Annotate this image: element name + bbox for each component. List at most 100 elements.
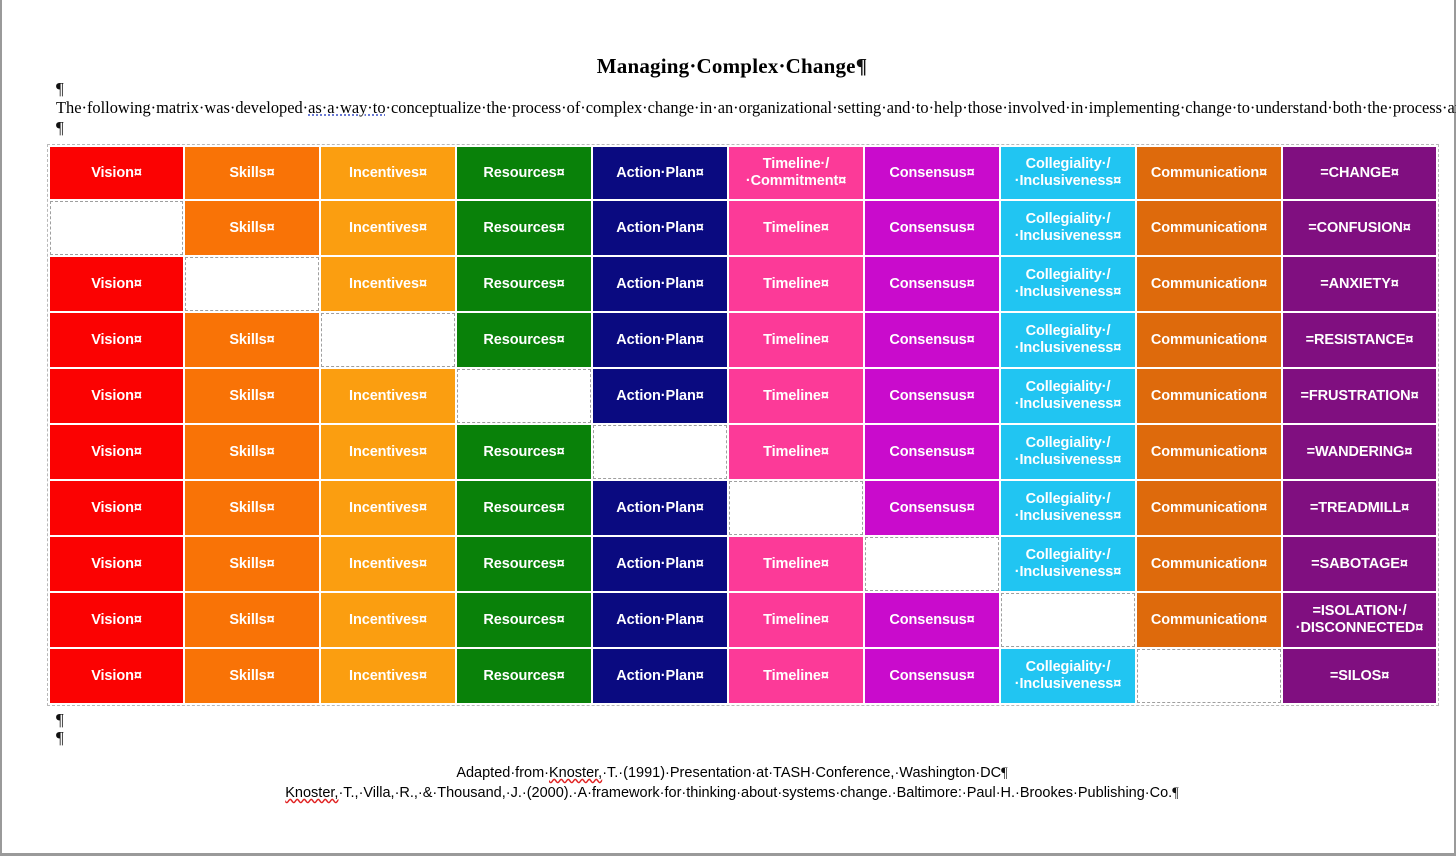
matrix-cell-label: Communication (1150, 387, 1260, 404)
matrix-cell-missing-consensus: ***¤ (865, 537, 999, 591)
matrix-cell-consensus: Consensus¤ (865, 147, 999, 199)
cell-mark: ¤ (556, 443, 565, 460)
matrix-cell-consensus: Consensus¤ (865, 369, 999, 423)
missing-marker: *** (377, 328, 393, 344)
matrix-cell-label: Incentives (349, 611, 419, 628)
matrix-cell-label: Communication (1150, 219, 1260, 236)
matrix-cell-skills: Skills¤ (185, 481, 319, 535)
matrix-cell-label: Consensus (889, 611, 967, 628)
cell-mark: ¤ (418, 555, 427, 572)
matrix-cell-label: Timeline (763, 555, 821, 572)
matrix-result-label: =WANDERING (1306, 443, 1405, 460)
citation-footer: Adapted·from·Knoster,·T.·(1991)·Presenta… (47, 763, 1417, 803)
matrix-cell-label: Skills (229, 443, 267, 460)
matrix-cell-communication: Communication¤ (1137, 369, 1281, 423)
matrix-cell-collegiality: Collegiality·/·Inclusiveness¤ (1001, 313, 1135, 367)
matrix-cell-resources: Resources¤ (457, 201, 591, 255)
page-title-text: Managing·Complex·Change (596, 54, 856, 78)
matrix-cell-label: Communication (1150, 275, 1260, 292)
matrix-cell-collegiality: Collegiality·/·Inclusiveness¤ (1001, 369, 1135, 423)
cell-mark: ¤ (418, 667, 427, 684)
missing-marker: *** (649, 440, 665, 456)
cell-mark: ¤ (556, 555, 565, 572)
cell-mark: ¤ (1113, 284, 1122, 300)
matrix-cell-vision: Vision¤ (50, 313, 183, 367)
cell-mark: ¤ (1113, 676, 1122, 692)
matrix-cell-label: Action·Plan (616, 164, 696, 181)
matrix-result-label: =TREADMILL (1309, 499, 1402, 516)
matrix-cell-label: Action·Plan (616, 219, 696, 236)
matrix-cell-vision: Vision¤ (50, 147, 183, 199)
matrix-cell-collegiality: Collegiality·/·Inclusiveness¤ (1001, 481, 1135, 535)
cell-mark: ¤ (966, 331, 975, 348)
table-row: Vision¤Skills¤Incentives¤Resources¤Actio… (50, 649, 1436, 703)
matrix-cell-vision: Vision¤ (50, 481, 183, 535)
missing-marker: *** (513, 384, 529, 400)
matrix-cell-incentives: Incentives¤ (321, 201, 455, 255)
matrix-cell-label: Timeline (763, 611, 821, 628)
cell-mark: ¤ (936, 559, 943, 572)
cell-mark: ¤ (266, 443, 275, 460)
cell-mark: ¤ (266, 331, 275, 348)
cell-mark: ¤ (1381, 667, 1390, 684)
cell-mark: ¤ (695, 164, 704, 181)
matrix-cell-missing-vision: ***¤ (50, 201, 183, 255)
cell-mark: ¤ (820, 387, 829, 404)
cell-mark: ¤ (1259, 331, 1268, 348)
matrix-cell-label: Collegiality·/·Inclusiveness (1014, 379, 1114, 412)
citation-line-2: Knoster,·T.,·Villa,·R.,·&·Thousand,·J.·(… (47, 783, 1417, 803)
matrix-cell-communication: Communication¤ (1137, 537, 1281, 591)
matrix-cell-label: Collegiality·/·Inclusiveness (1014, 156, 1114, 189)
matrix-cell-vision: Vision¤ (50, 537, 183, 591)
matrix-cell-action_plan: Action·Plan¤ (593, 537, 727, 591)
pilcrow-mark: ¶ (56, 710, 64, 729)
matrix-cell-skills: Skills¤ (185, 369, 319, 423)
cell-mark: ¤ (1259, 555, 1268, 572)
matrix-cell-incentives: Incentives¤ (321, 257, 455, 311)
matrix-cell-action_plan: Action·Plan¤ (593, 649, 727, 703)
matrix-cell-resources: Resources¤ (457, 537, 591, 591)
matrix-cell-label: Timeline·/·Commitment (745, 156, 839, 189)
table-row: Vision¤Skills¤Incentives¤Resources¤Actio… (50, 593, 1436, 647)
matrix-cell-resources: Resources¤ (457, 649, 591, 703)
matrix-cell-skills: Skills¤ (185, 593, 319, 647)
cell-mark: ¤ (966, 219, 975, 236)
table-row: ***¤Skills¤Incentives¤Resources¤Action·P… (50, 201, 1436, 255)
matrix-cell-label: Incentives (349, 219, 419, 236)
cell-mark: ¤ (695, 611, 704, 628)
cell-mark: ¤ (266, 387, 275, 404)
cell-mark: ¤ (1113, 228, 1122, 244)
matrix-result-cell: =RESISTANCE¤ (1283, 313, 1436, 367)
matrix-result-label: =SABOTAGE (1311, 555, 1400, 572)
managing-complex-change-matrix: Vision¤Skills¤Incentives¤Resources¤Actio… (47, 144, 1439, 706)
matrix-cell-communication: Communication¤ (1137, 201, 1281, 255)
matrix-cell-label: Resources (483, 667, 557, 684)
matrix-cell-label: Resources (483, 555, 557, 572)
matrix-cell-communication: Communication¤ (1137, 147, 1281, 199)
matrix-cell-action_plan: Action·Plan¤ (593, 593, 727, 647)
matrix-cell-label: Incentives (349, 443, 419, 460)
cell-mark: ¤ (820, 555, 829, 572)
cell-mark: ¤ (266, 499, 275, 516)
cell-mark: ¤ (1259, 219, 1268, 236)
matrix-cell-label: Timeline (763, 219, 821, 236)
matrix-cell-label: Resources (483, 275, 557, 292)
matrix-cell-missing-resources: ***¤ (457, 369, 591, 423)
matrix-cell-label: Vision (91, 443, 134, 460)
matrix-result-cell: =SILOS¤ (1283, 649, 1436, 703)
matrix-cell-collegiality: Collegiality·/·Inclusiveness¤ (1001, 147, 1135, 199)
empty-paragraph-4: ¶ (56, 729, 1417, 747)
matrix-cell-label: Communication (1150, 611, 1260, 628)
matrix-cell-missing-timeline: ***¤ (729, 481, 863, 535)
matrix-cell-label: Timeline (763, 275, 821, 292)
matrix-cell-label: Incentives (349, 555, 419, 572)
matrix-cell-communication: Communication¤ (1137, 313, 1281, 367)
matrix-cell-communication: Communication¤ (1137, 425, 1281, 479)
cell-mark: ¤ (266, 555, 275, 572)
matrix-cell-incentives: Incentives¤ (321, 369, 455, 423)
matrix-cell-timeline: Timeline¤ (729, 201, 863, 255)
matrix-cell-label: Incentives (349, 667, 419, 684)
matrix-cell-label: Resources (483, 219, 557, 236)
matrix-cell-communication: Communication¤ (1137, 257, 1281, 311)
pilcrow-mark: ¶ (1172, 785, 1179, 801)
